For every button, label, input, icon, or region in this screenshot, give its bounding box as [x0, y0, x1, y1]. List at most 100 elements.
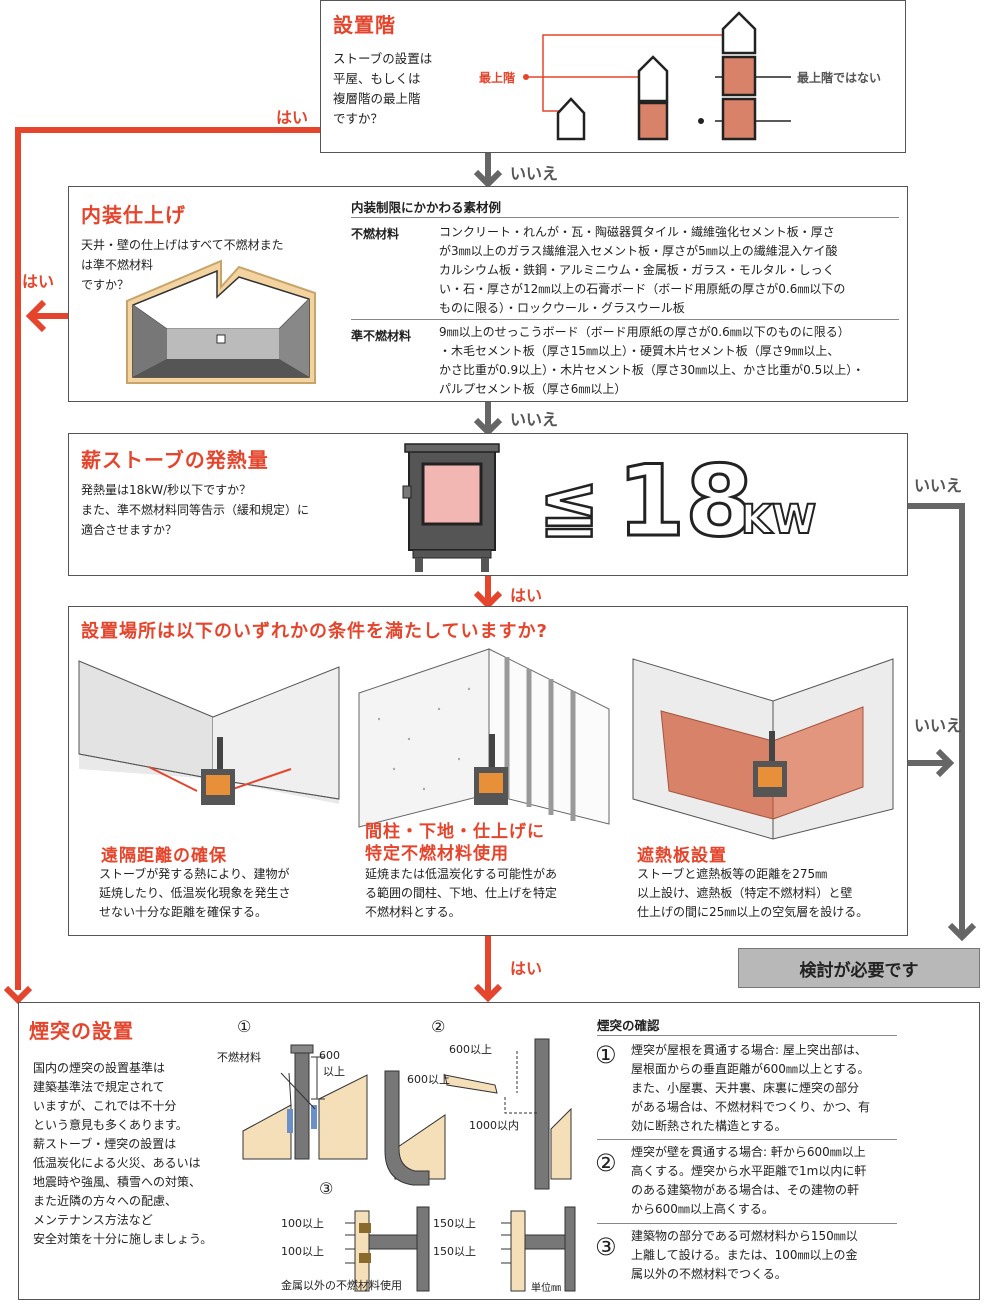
option2-illustration: [358, 648, 610, 828]
down-arrow-1: [473, 153, 503, 189]
label-fire-material: 不燃材料: [217, 1051, 261, 1064]
material-line: カルシウム板・鉄鋼・アルミニウム・金属板・ガラス・モルタル・しっく: [439, 263, 835, 277]
heat-unit: KW: [740, 497, 817, 543]
label-150-a: 150以上: [433, 1217, 476, 1230]
material-line: コンクリート・れんが・瓦・陶磁器質タイル・繊維強化セメント板・厚さ: [439, 225, 835, 239]
step1-box: 設置階 ストーブの設置は 平屋、もしくは 複層階の最上階 ですか？ 最上階 最上…: [320, 0, 906, 153]
step1-q-line: ストーブの設置は: [333, 51, 433, 66]
step1-question: ストーブの設置は 平屋、もしくは 複層階の最上階 ですか？: [333, 49, 432, 129]
material-line: ものに限る）・ロックウール・グラスウール板: [439, 301, 685, 315]
label-600-d: 600以上: [407, 1073, 450, 1086]
step1-title: 設置階: [333, 13, 396, 37]
material-name-nonflammable: 不燃材料: [351, 227, 400, 241]
diagram-number-2: ②: [431, 1017, 446, 1036]
answer-no-4: いいえ: [914, 716, 963, 735]
yes-line-left: [15, 127, 320, 990]
option1-line: ストーブが発する熱により、建物が: [99, 867, 290, 881]
chimney-body-line: という意見も多くあります。: [33, 1118, 188, 1132]
chimney-body-line: 地震時や強風、積雪への対策、: [33, 1175, 202, 1189]
label-non-metal: 金属以外の不燃材料使用: [281, 1279, 402, 1292]
label-100-a: 100以上: [281, 1217, 324, 1230]
step3-q-line: 適合させますか？: [81, 523, 178, 537]
check-divider: [597, 1139, 897, 1140]
wood-stove-illustration: [402, 443, 500, 572]
check-line: がある場合は、不燃材料でつくり、かつ、有: [631, 1100, 871, 1114]
option1-line: 延焼したり、低温炭化現象を発生さ: [99, 886, 291, 900]
label-unit: 単位㎜: [531, 1283, 561, 1294]
option1-illustration: [78, 660, 340, 805]
check-line: のある建築物がある場合は、その建物の軒: [631, 1183, 860, 1197]
check-line: 煙突が壁を貫通する場合: 軒から600㎜以上: [631, 1145, 866, 1159]
material-name-quasi: 準不燃材料: [351, 329, 412, 343]
material-list-quasi: 9㎜以上のせっこうボード（ボード用原紙の厚さが0.6㎜以下のものに限る） ・木毛…: [439, 323, 899, 399]
check-line: 煙突が屋根を貫通する場合: 屋上突出部は、: [631, 1043, 867, 1057]
label-600-c: 600以上: [449, 1043, 492, 1056]
option2-title-line: 間柱・下地・仕上げに: [365, 822, 545, 842]
label-1000: 1000以内: [469, 1119, 519, 1132]
step2-question: 天井・壁の仕上げはすべて不燃材また は準不燃材料 ですか？: [81, 235, 284, 295]
option3-title: 遮熱板設置: [637, 846, 727, 866]
answer-yes-2: はい: [22, 272, 55, 291]
option3-line: 仕上げの間に25㎜以上の空気層を設ける。: [637, 905, 869, 919]
step1-q-line: 平屋、もしくは: [333, 71, 421, 86]
chimney-body-line: メンテナンス方法など: [33, 1213, 153, 1227]
chimney-body: 国内の煙突の設置基準は 建築基準法で規定されて いますが、これでは不十分 という…: [33, 1059, 212, 1249]
table-divider: [351, 217, 899, 218]
option2-line: 延焼または低温炭化する可能性があ: [365, 867, 558, 881]
check-line: 効に断熱された構造とする。: [631, 1119, 787, 1133]
check-item-2: 煙突が壁を貫通する場合: 軒から600㎜以上 高くする。煙突から水平距離で1m以…: [631, 1143, 866, 1219]
step3-q-line: 発熱量は18kW/秒以下ですか？: [81, 483, 252, 497]
material-list-nonflammable: コンクリート・れんが・瓦・陶磁器質タイル・繊維強化セメント板・厚さ が3㎜以上の…: [439, 223, 899, 318]
option3-illustration: [632, 658, 894, 840]
down-arrow-3: [473, 576, 503, 610]
material-line: い・石・厚さが12㎜以上の石膏ボード（ボード用原紙の厚さが0.6㎜以下の: [439, 282, 846, 296]
check-item-1: 煙突が屋根を貫通する場合: 屋上突出部は、 屋根面からの垂直距離が600㎜以上と…: [631, 1041, 870, 1136]
no-arrow-review: [947, 922, 977, 942]
label-not-top-floor: 最上階ではない: [797, 71, 882, 85]
check-divider: [597, 1035, 897, 1036]
option2-title-line: 特定不燃材料使用: [365, 844, 509, 864]
chimney-check-title: 煙突の確認: [597, 1018, 660, 1033]
option1-line: せない十分な距離を確保する。: [99, 905, 268, 919]
check-line: また、小屋裏、天井裏、床裏に煙突の部分: [631, 1081, 860, 1095]
check-line: 建築物の部分である可燃材料から150㎜以: [631, 1229, 858, 1243]
check-line: 属以外の不燃材料でつくる。: [631, 1267, 787, 1281]
step3-question: 発熱量は18kW/秒以下ですか？ また、準不燃材料同等告示（緩和規定）に 適合さ…: [81, 480, 309, 540]
check-line: 高くする。煙突から水平距離で1m以内に軒: [631, 1164, 867, 1178]
step3-q-line: また、準不燃材料同等告示（緩和規定）に: [81, 503, 310, 517]
review-required-box: 検討が必要です: [738, 948, 980, 988]
no-arrow-step4: [908, 748, 955, 778]
check-num-1: ①: [595, 1041, 617, 1069]
answer-no-1: いいえ: [510, 164, 559, 183]
label-top-floor: 最上階: [479, 71, 516, 85]
no-line-right: [908, 503, 965, 935]
material-table-header: 内装制限にかかわる素材例: [351, 200, 502, 215]
step2-q-line: ですか？: [81, 278, 130, 292]
down-arrow-4: [473, 936, 503, 1003]
option1-title: 遠隔距離の確保: [101, 846, 227, 866]
step1-q-line: ですか？: [333, 111, 384, 126]
option3-line: ストーブと遮熱板等の距離を275㎜: [637, 867, 828, 881]
option2-desc: 延焼または低温炭化する可能性があ る範囲の間柱、下地、仕上げを特定 不燃材料とす…: [365, 865, 557, 922]
material-line: ・木毛セメント板（厚さ15㎜以上）・硬質木片セメント板（厚さ9㎜以上、: [439, 344, 840, 358]
option2-line: る範囲の間柱、下地、仕上げを特定: [365, 886, 558, 900]
check-divider: [597, 1223, 897, 1224]
check-item-3: 建築物の部分である可燃材料から150㎜以 上離して設ける。または、100㎜以上の…: [631, 1227, 858, 1284]
option1-desc: ストーブが発する熱により、建物が 延焼したり、低温炭化現象を発生さ せない十分な…: [99, 865, 291, 922]
material-line: パルプセメント板（厚さ6㎜以上）: [439, 382, 627, 396]
label-600-a: 600: [319, 1049, 340, 1062]
chimney-body-line: 低温炭化による火災、あるいは: [33, 1156, 201, 1170]
table-divider: [351, 319, 899, 320]
answer-no-2: いいえ: [510, 410, 559, 429]
step2-title: 内装仕上げ: [81, 203, 186, 227]
check-line: 上離して設ける。または、100㎜以上の金: [631, 1248, 858, 1262]
option3-desc: ストーブと遮熱板等の距離を275㎜ 以上設け、遮熱板（特定不燃材料）と壁 仕上げ…: [637, 865, 868, 922]
diagram-number-3: ③: [319, 1179, 334, 1198]
room-illustration: [126, 259, 316, 384]
chimney-body-line: 薪ストーブ・煙突の設置は: [33, 1137, 177, 1151]
step2-q-line: は準不燃材料: [81, 258, 154, 272]
down-arrow-2: [473, 402, 503, 437]
chimney-body-line: 国内の煙突の設置基準は: [33, 1061, 166, 1075]
step4-box: 設置場所は以下のいずれかの条件を満たしていますか? 遠隔距離の確保 ストーブが発…: [68, 606, 908, 936]
